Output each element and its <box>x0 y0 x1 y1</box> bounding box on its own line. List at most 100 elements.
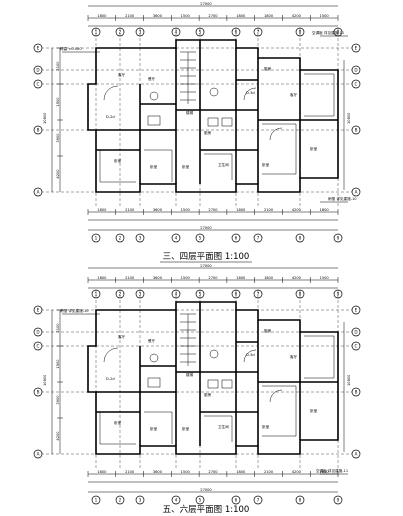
axis-bubble <box>171 233 181 243</box>
axis-bubble <box>333 495 343 505</box>
annotation-ac-slab: 空调板 详见建施-11 <box>316 468 348 473</box>
axis-label: 9 <box>337 498 340 503</box>
axis-label: 7 <box>257 292 260 297</box>
room-label-kitchen: 厨房 <box>264 66 272 71</box>
axis-bubble <box>135 233 145 243</box>
dimension-value: 1500 <box>320 14 330 18</box>
dimension-value: 2700 <box>208 276 218 280</box>
axis-bubble <box>231 233 241 243</box>
axis-bubble <box>351 125 361 135</box>
axis-bubble <box>253 233 263 243</box>
axis-label: B <box>37 128 40 133</box>
dimension-value: 2100 <box>56 323 60 333</box>
axis-label: 2 <box>119 30 122 35</box>
grid-lines <box>36 28 358 206</box>
interior-walls <box>96 40 338 184</box>
axis-bubble <box>295 233 305 243</box>
annotation-canopy: 雨篷 详见建施-10 <box>60 308 89 313</box>
dimension-value: 1500 <box>181 14 191 18</box>
axis-label: A <box>37 452 40 457</box>
axis-bubble <box>33 187 43 197</box>
axis-bubble <box>351 449 361 459</box>
room-label-bedroom: 卧室 <box>310 146 318 151</box>
room-label-bedroom: 卧室 <box>310 408 318 413</box>
axis-bubble <box>295 495 305 505</box>
dimension-value: 3600 <box>153 470 163 474</box>
dimension-value: 2100 <box>264 208 274 212</box>
axis-label: C <box>37 344 40 349</box>
room-label-unit-type: D-2d <box>106 377 115 381</box>
overall-dimension-bottom: 27000 <box>200 488 212 492</box>
axis-label: E <box>37 308 40 313</box>
dimension-value: 1500 <box>181 470 191 474</box>
dimension-value: 1500 <box>56 359 60 369</box>
dimension-value: 1500 <box>320 276 330 280</box>
room-label-bedroom: 卧室 <box>114 158 122 163</box>
axis-bubble <box>135 495 145 505</box>
axis-label: 8 <box>299 30 302 35</box>
room-label-bedroom: 卧室 <box>150 164 158 169</box>
room-label-unit-type: D-3d <box>246 353 255 357</box>
axis-label: 2 <box>119 498 122 503</box>
axis-label: B <box>355 390 358 395</box>
axis-bubble <box>33 43 43 53</box>
axis-label: C <box>355 82 358 87</box>
axis-label: 9 <box>337 30 340 35</box>
height-dimension-right: 10800 <box>347 112 351 124</box>
axis-label: 9 <box>337 236 340 241</box>
dimension-value: 1800 <box>320 208 330 212</box>
axis-label: 1 <box>95 498 98 503</box>
axis-label: 7 <box>257 498 260 503</box>
dimension-value: 2100 <box>125 14 135 18</box>
plan-title: 五、六层平面图 1:100 <box>163 504 250 515</box>
dimension-value: 2700 <box>208 208 218 212</box>
dimension-value: 2700 <box>208 470 218 474</box>
axis-label: 5 <box>199 498 202 503</box>
dimension-value: 1800 <box>264 14 274 18</box>
axis-label: 3 <box>139 30 142 35</box>
room-label-bedroom: 卧室 <box>150 426 158 431</box>
axis-bubble <box>231 495 241 505</box>
dimension-value: 1500 <box>181 208 191 212</box>
axis-label: E <box>355 308 358 313</box>
axis-label: 8 <box>299 236 302 241</box>
axis-bubble <box>33 449 43 459</box>
axis-label: 2 <box>119 236 122 241</box>
axis-bubble <box>33 125 43 135</box>
room-label-kitchen: 厨房 <box>264 328 272 333</box>
height-dimension-left: 10800 <box>43 112 47 124</box>
axis-label: 1 <box>95 30 98 35</box>
axis-bubble <box>33 305 43 315</box>
dimension-value: 2100 <box>125 470 135 474</box>
axis-bubble <box>351 387 361 397</box>
dimension-value: 4200 <box>292 14 302 18</box>
axis-label: 5 <box>199 236 202 241</box>
axis-bubble <box>351 305 361 315</box>
room-label-living: 客厅 <box>118 72 126 77</box>
axis-bubble <box>195 233 205 243</box>
overall-dimension-top: 27000 <box>200 264 212 268</box>
axis-bubble <box>33 65 43 75</box>
axis-bubble <box>91 233 101 243</box>
axis-label: 6 <box>235 236 238 241</box>
axis-bubble <box>253 495 263 505</box>
dimension-value: 4200 <box>56 169 60 179</box>
room-label-dining: 餐厅 <box>148 76 156 81</box>
room-label-unit-type: D-2d <box>106 115 115 119</box>
room-label-dining: 餐厅 <box>148 338 156 343</box>
axis-bubble <box>33 387 43 397</box>
dimension-value: 1800 <box>264 276 274 280</box>
axis-bubble <box>33 341 43 351</box>
room-label-living: 客厅 <box>290 92 298 97</box>
axis-bubble <box>195 495 205 505</box>
